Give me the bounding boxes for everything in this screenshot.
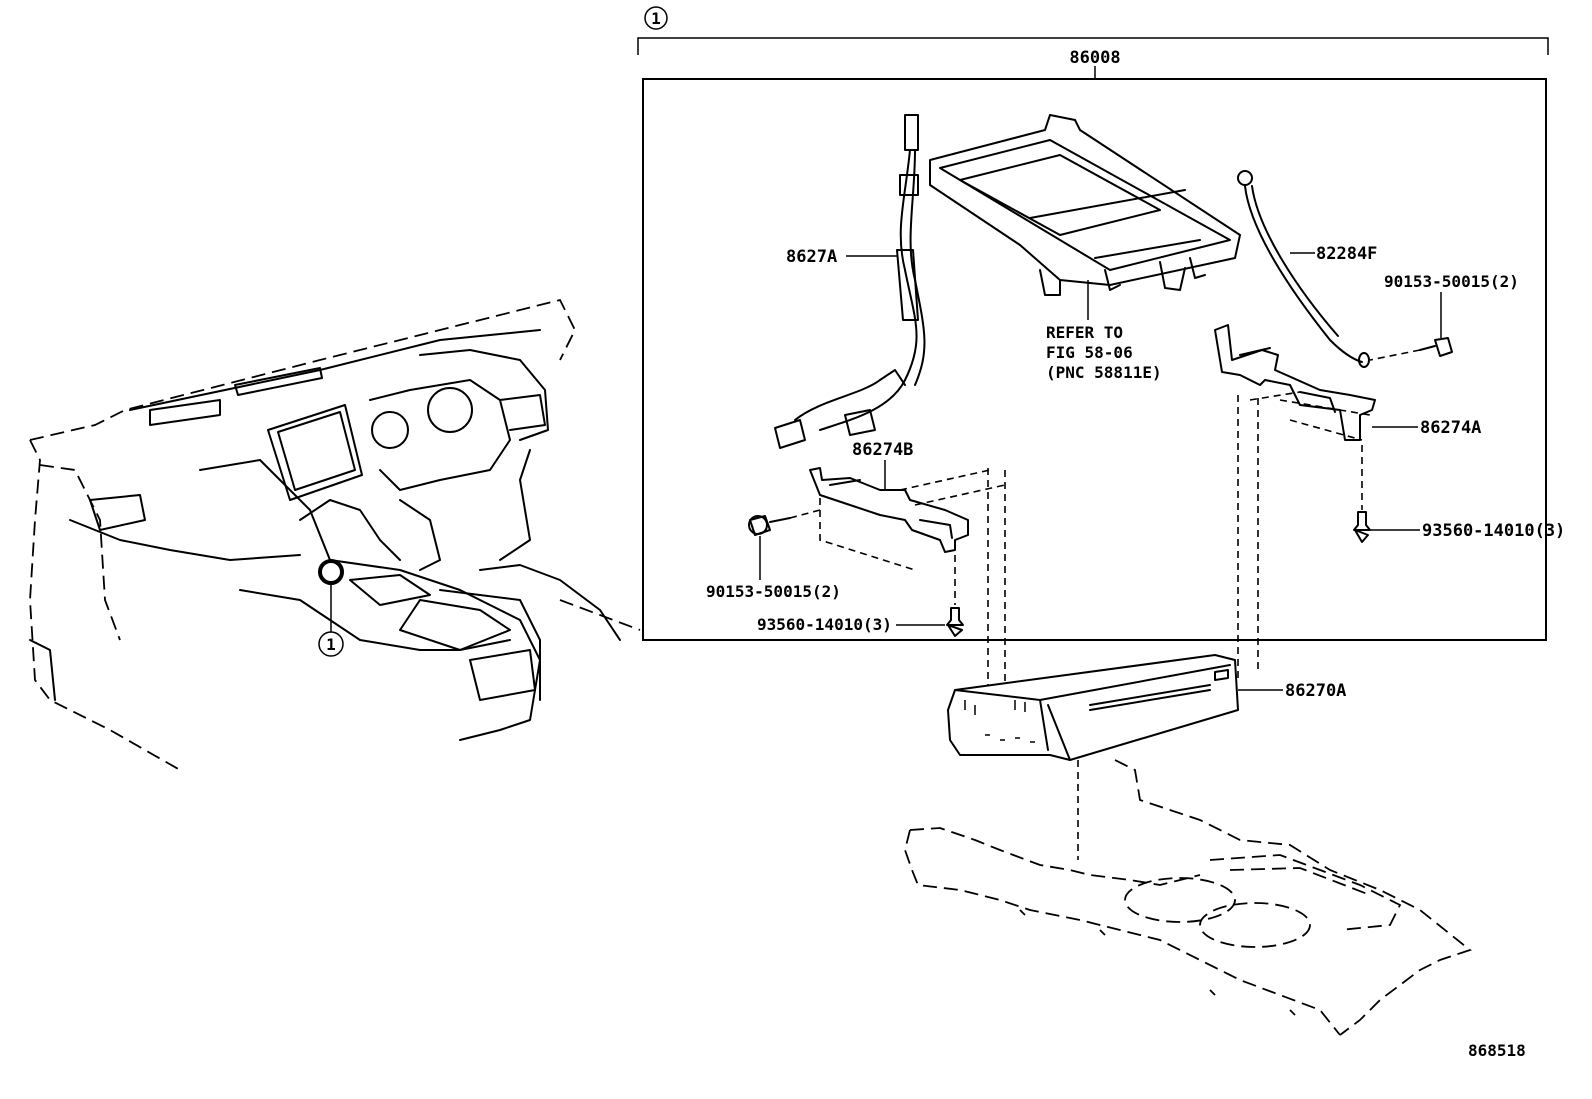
floor-console (904, 759, 1472, 1036)
label-wire-harness: 8627A (786, 247, 837, 267)
navigation-receiver: 86270A (947, 654, 1346, 761)
refer-note-line1: REFER TO (1046, 323, 1123, 342)
label-screw-right: 90153-50015(2) (1384, 272, 1519, 291)
label-screw-left: 90153-50015(2) (706, 582, 841, 601)
bolt-left: 93560-14010(3) (757, 607, 964, 637)
callout-number-top: 1 (651, 9, 661, 28)
callout-circle-dash (318, 631, 344, 657)
assembly-header: 1 86008 (637, 6, 1549, 79)
label-ground-wire: 82284F (1316, 244, 1377, 264)
bolt-right: 93560-14010(3) (1353, 511, 1565, 543)
screw-right: 90153-50015(2) (1369, 272, 1519, 361)
dashboard-illustration: 1 (29, 298, 641, 771)
storage-tray: REFER TO FIG 58-06 (PNC 58811E) (929, 114, 1241, 382)
label-bracket-right: 86274A (1420, 418, 1481, 438)
bracket-right: 86274A (1214, 324, 1481, 510)
figure-id: 868518 (1468, 1041, 1526, 1060)
assembly-part-number: 86008 (1069, 48, 1120, 68)
wire-harness: 8627A (774, 114, 926, 449)
ground-wire: 82284F (1237, 170, 1377, 368)
guide-lines (987, 395, 1259, 860)
callout-number-dash: 1 (326, 635, 336, 654)
screw-left: 90153-50015(2) (706, 509, 841, 601)
bracket-left: 86274B (809, 440, 1006, 605)
assembly-frame (642, 78, 1547, 641)
label-bolt-left: 93560-14010(3) (757, 615, 892, 634)
refer-note-line3: (PNC 58811E) (1046, 363, 1162, 382)
refer-note-line2: FIG 58-06 (1046, 343, 1133, 362)
label-bracket-left: 86274B (852, 440, 913, 460)
label-receiver: 86270A (1285, 681, 1346, 701)
label-bolt-right: 93560-14010(3) (1422, 521, 1565, 541)
